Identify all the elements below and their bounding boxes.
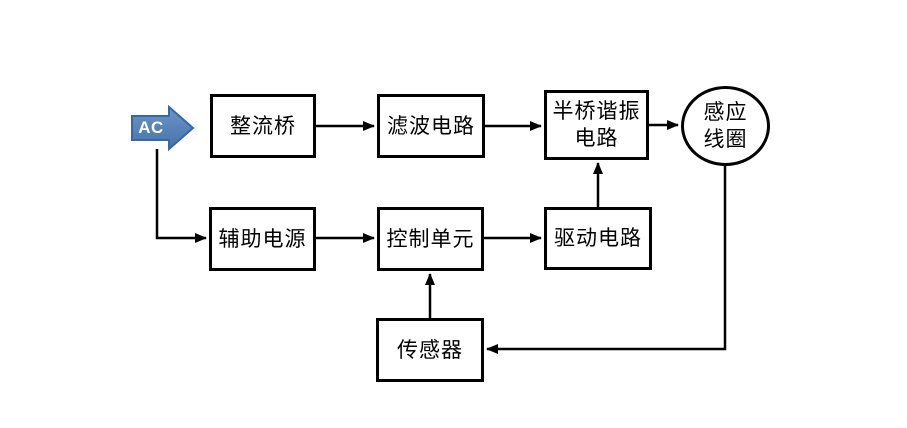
node-coil: 感应 线圈 (681, 86, 770, 166)
node-sensor-label: 传感器 (397, 337, 463, 362)
node-aux-power-label: 辅助电源 (218, 226, 307, 251)
node-half-bridge: 半桥谐振 电路 (544, 90, 649, 160)
node-coil-label-line1: 感应 (703, 100, 748, 124)
node-rectifier-label: 整流桥 (230, 113, 296, 138)
node-coil-label-line2: 线圈 (703, 127, 748, 151)
node-half-bridge-label-line1: 半桥谐振 (552, 99, 641, 123)
node-filter: 滤波电路 (377, 94, 485, 158)
node-sensor: 传感器 (376, 318, 484, 382)
ac-input-arrow (131, 104, 195, 152)
node-control-label: 控制单元 (386, 226, 475, 251)
node-driver-label: 驱动电路 (554, 226, 642, 250)
node-half-bridge-label-line2: 电路 (574, 126, 619, 150)
ac-input-label: AC (138, 118, 164, 137)
node-rectifier: 整流桥 (210, 94, 316, 158)
node-filter-label: 滤波电路 (387, 113, 475, 138)
edge-coil-sensor (486, 165, 727, 354)
node-control: 控制单元 (377, 207, 484, 271)
node-aux-power: 辅助电源 (209, 207, 316, 271)
edge-ac-auxpower (155, 149, 207, 243)
node-driver: 驱动电路 (544, 207, 652, 270)
